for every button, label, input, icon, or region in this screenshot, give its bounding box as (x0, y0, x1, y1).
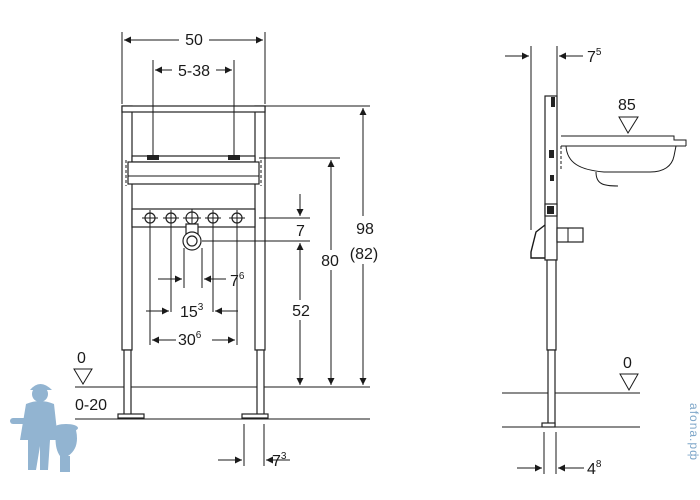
dim-4-8-label: 48 (587, 459, 602, 478)
front-view: 50 5-38 98 (82) 80 7 52 (73, 30, 382, 470)
basin-height-marker-icon (618, 116, 639, 134)
dim-anchor-spacing-label: 5-38 (178, 63, 210, 80)
front-floor-marker-icon (73, 368, 93, 385)
side-floor-marker-icon (619, 373, 639, 392)
basin-height-label: 85 (618, 97, 636, 114)
dim-height-52-label: 52 (292, 303, 310, 320)
dim-7-3-label: 73 (272, 451, 287, 470)
front-floor-zero-label: 0 (77, 350, 86, 367)
plumber-mascot-logo (10, 384, 78, 472)
dim-30-6-label: 306 (178, 330, 202, 349)
washbasin-profile (560, 135, 687, 187)
dim-width-label: 50 (185, 32, 203, 49)
dim-gap-7-label: 7 (296, 223, 305, 240)
dim-7-5-label: 75 (587, 47, 602, 66)
side-view: 75 85 0 (502, 46, 687, 478)
side-frame-profile (530, 95, 584, 428)
dim-15-3-label: 153 (180, 302, 204, 321)
dim-height-80-label: 80 (321, 253, 339, 270)
side-floor-zero-label: 0 (623, 355, 632, 372)
dim-height-82-label: (82) (350, 246, 378, 263)
site-watermark: afona.рф (687, 403, 700, 461)
floor-range-label: 0-20 (75, 397, 107, 414)
drain-outlet (182, 223, 202, 251)
dim-7-6-label: 76 (230, 271, 245, 290)
dim-height-98-label: 98 (356, 221, 374, 238)
mounting-frame (117, 105, 269, 419)
